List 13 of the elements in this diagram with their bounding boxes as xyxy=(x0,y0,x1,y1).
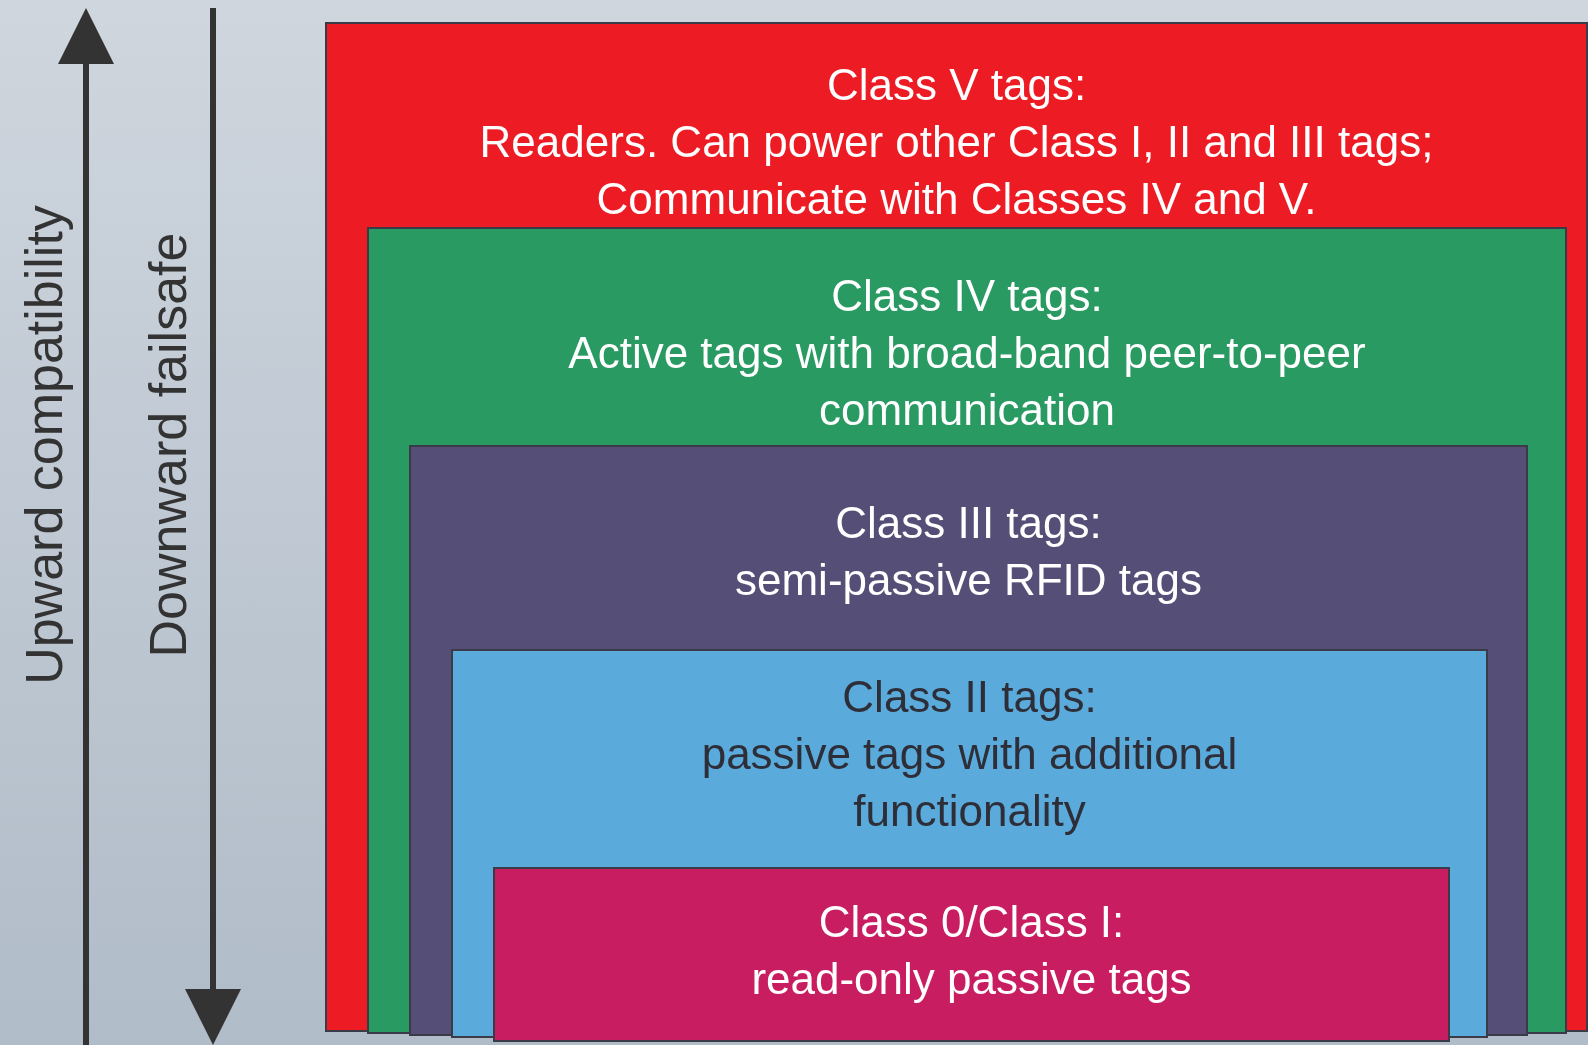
box-description: Active tags with broad-band peer-to-peer communication xyxy=(567,327,1367,436)
axis-label: Upward compatibility xyxy=(14,205,74,685)
box-heading: Class 0/Class I: xyxy=(818,896,1125,948)
axis-label: Downward failsafe xyxy=(138,232,198,658)
box-heading: Class V tags: xyxy=(826,59,1087,111)
box-description: passive tags with additional functionality xyxy=(700,728,1239,837)
box-description: Readers. Can power other Class I, II and III tags; Communicate with Classes IV and V. xyxy=(478,116,1435,225)
box-heading: Class II tags: xyxy=(842,671,1097,723)
box-description: semi-passive RFID tags xyxy=(735,554,1202,606)
box-heading: Class III tags: xyxy=(835,497,1102,549)
class-box xyxy=(493,867,1450,1042)
box-description: read-only passive tags xyxy=(751,953,1192,1005)
box-heading: Class IV tags: xyxy=(831,270,1103,322)
